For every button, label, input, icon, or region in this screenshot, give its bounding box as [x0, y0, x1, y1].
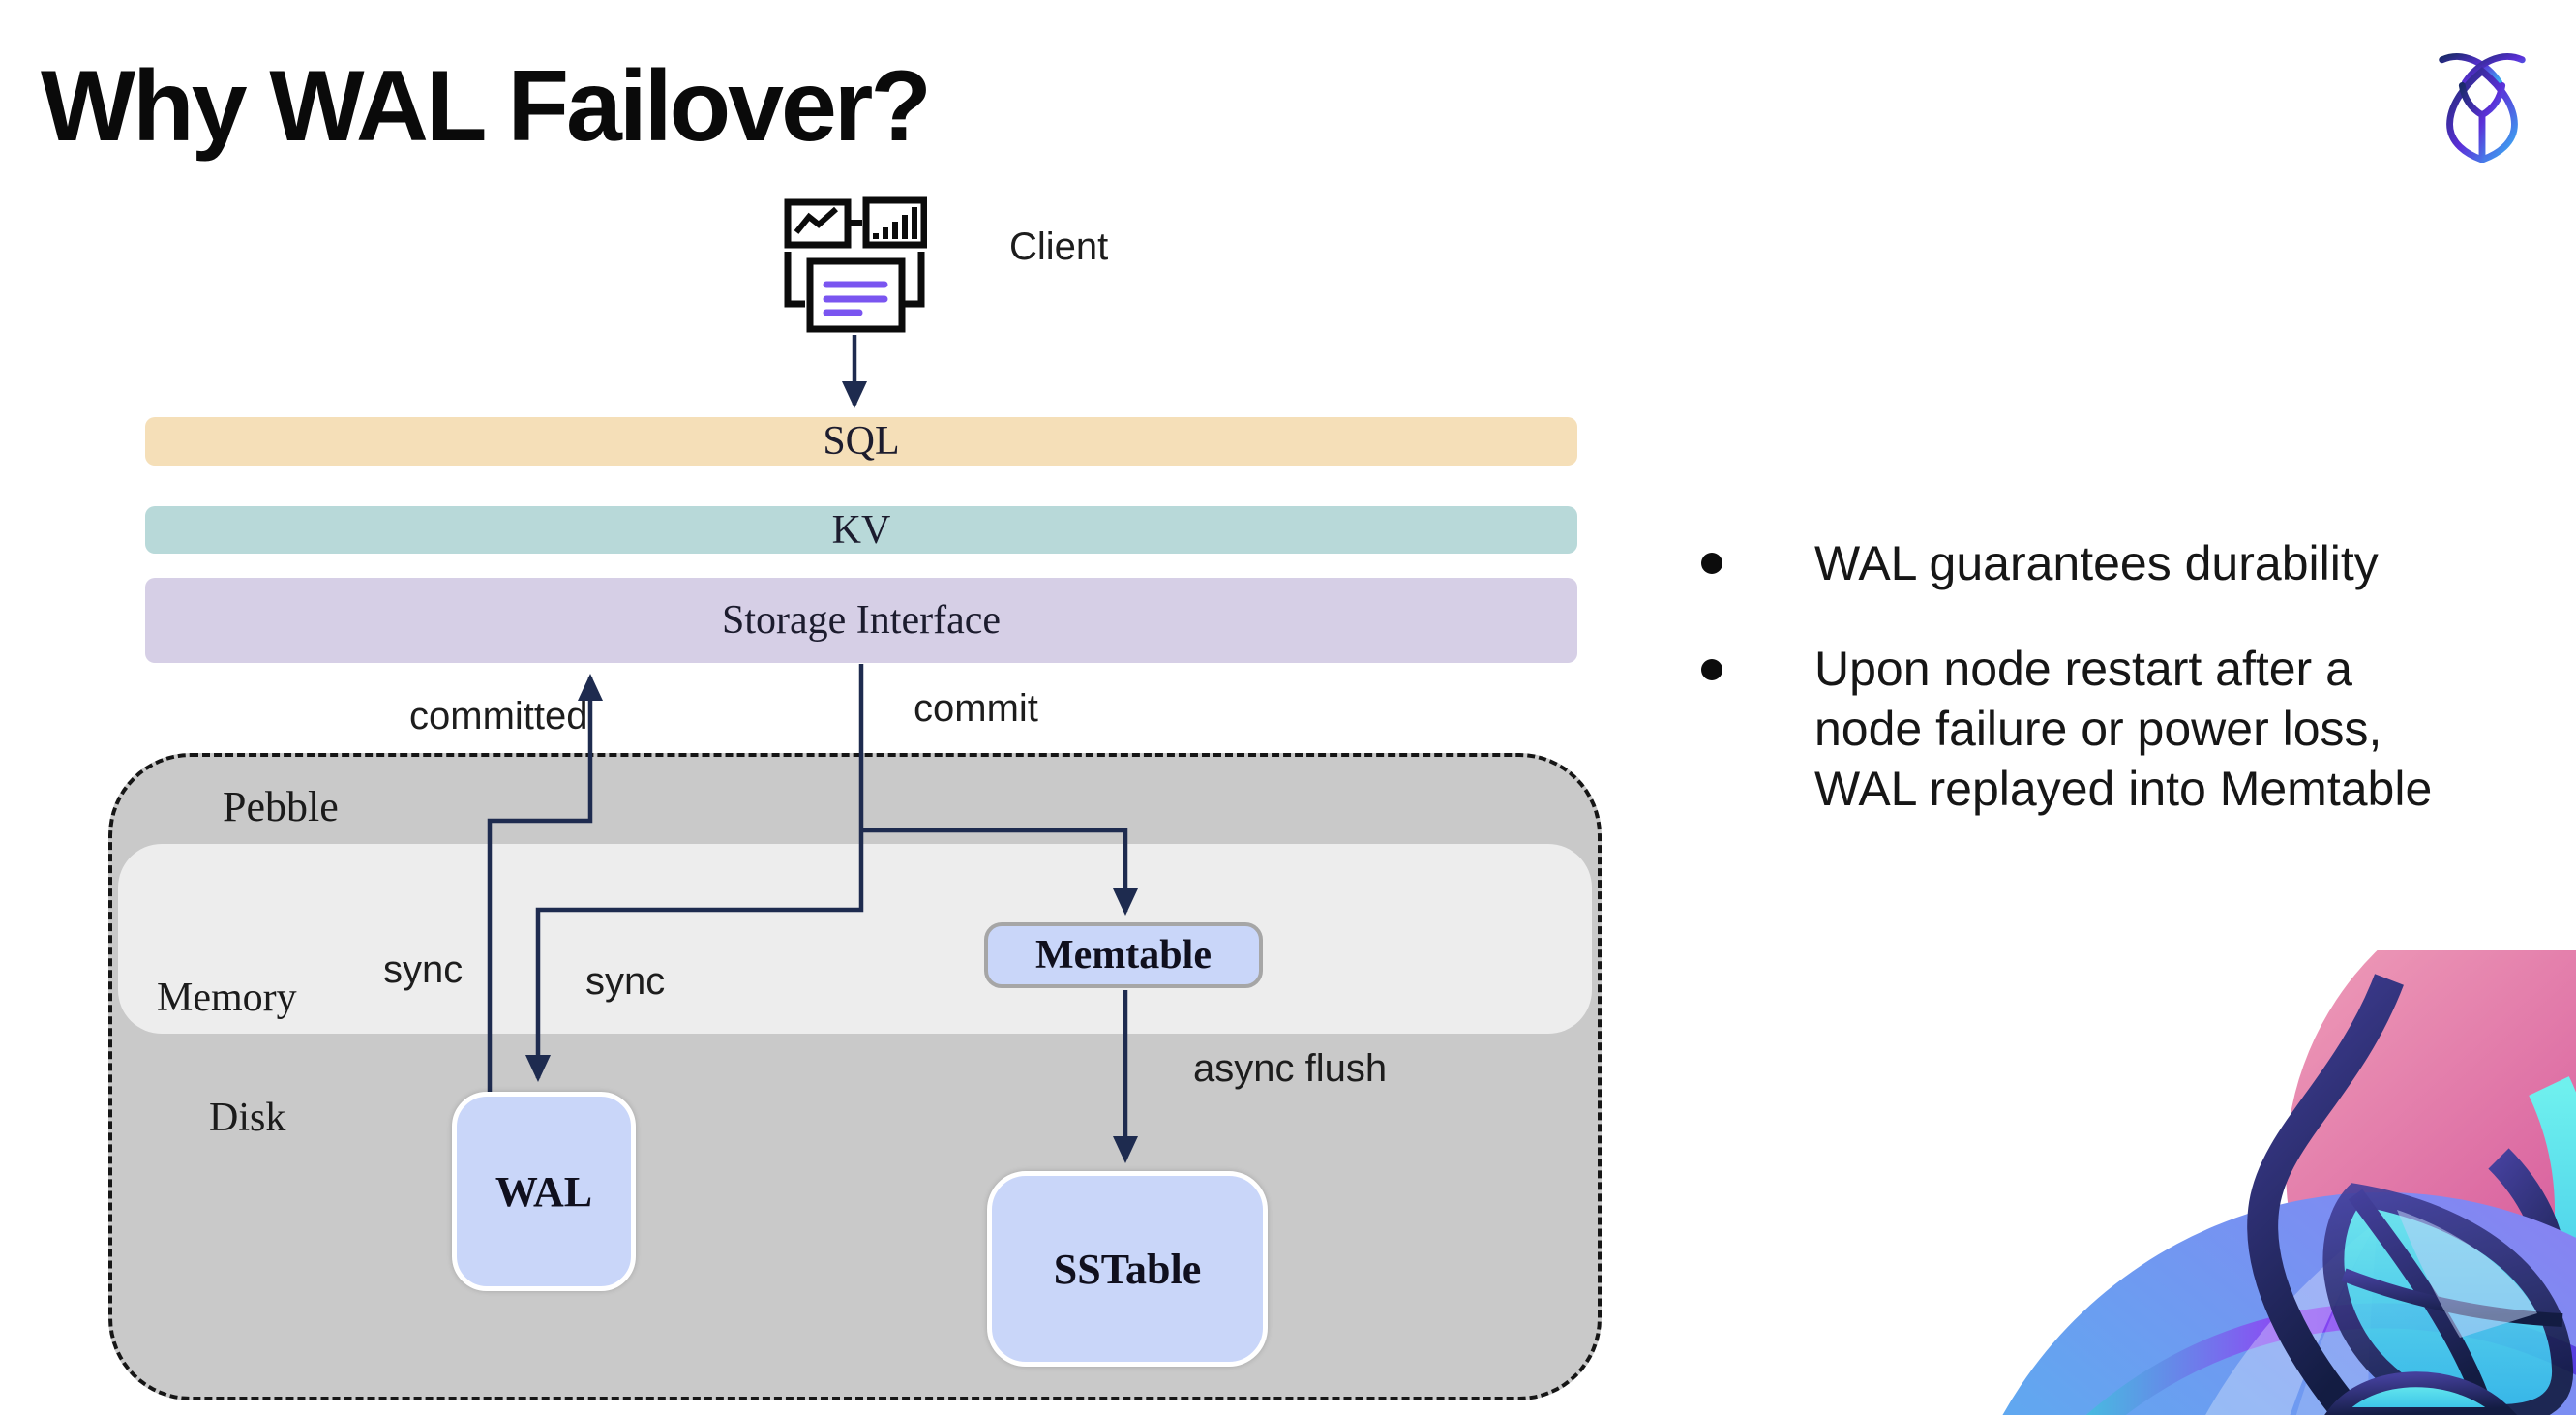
- line-chart-zigzag: [794, 206, 838, 234]
- wal-node: WAL: [452, 1092, 636, 1291]
- memory-zone: [118, 844, 1592, 1034]
- pebble-label: Pebble: [223, 783, 339, 830]
- page-title: Why WAL Failover?: [41, 50, 932, 163]
- flow-label-async-flush: async flush: [1193, 1047, 1388, 1090]
- leaf-highlight: [2397, 1210, 2537, 1338]
- layer-bar-storage-interface: Storage Interface: [145, 578, 1577, 663]
- bracket-left: [784, 252, 805, 308]
- bullet-line: WAL guarantees durability: [1814, 536, 2379, 590]
- bracket-right: [904, 252, 925, 308]
- antenna-right: [2461, 53, 2526, 86]
- flow-label-committed: committed: [409, 695, 588, 738]
- brand-sphere-art: [2002, 950, 2576, 1415]
- memory-label: Memory: [157, 976, 297, 1020]
- document-icon: [806, 257, 906, 333]
- layer-label-kv: KV: [831, 507, 891, 553]
- bar-chart-bars: [873, 207, 917, 239]
- layer-label-sql: SQL: [823, 419, 900, 464]
- flow-label-commit: commit: [914, 687, 1038, 730]
- bottom-petal: [2324, 1371, 2518, 1415]
- body-veins: [2458, 81, 2506, 163]
- client-label: Client: [1009, 226, 1109, 268]
- disk-label: Disk: [209, 1096, 286, 1140]
- cockroachdb-logo-icon: [2439, 53, 2526, 163]
- bullet-line: WAL replayed into Memtable: [1814, 762, 2433, 816]
- bullet-item: Upon node restart after a node failure o…: [1701, 639, 2432, 819]
- bullet-dot: [1701, 659, 1722, 680]
- navy-band-left: [2247, 974, 2404, 1415]
- memtable-label: Memtable: [1035, 933, 1212, 978]
- client-workload-icon: [784, 196, 927, 333]
- bullet-item: WAL guarantees durability: [1701, 533, 2379, 593]
- brand-sphere-shapes: [2002, 950, 2576, 1415]
- layer-label-storage-interface: Storage Interface: [722, 598, 1001, 643]
- bullet-dot: [1701, 553, 1722, 574]
- memtable-node: Memtable: [984, 922, 1263, 988]
- layer-bar-sql: SQL: [145, 417, 1577, 466]
- flow-label-sync-right: sync: [585, 960, 666, 1003]
- sstable-node: SSTable: [987, 1171, 1268, 1367]
- antenna-left: [2439, 53, 2503, 86]
- document-text-lines: [823, 281, 888, 316]
- wal-label: WAL: [494, 1167, 593, 1216]
- bullet-line: node failure or power loss,: [1814, 702, 2382, 756]
- sstable-label: SSTable: [1053, 1245, 1202, 1293]
- layer-bar-kv: KV: [145, 506, 1577, 554]
- flow-label-sync-left: sync: [383, 948, 464, 991]
- bullet-line: Upon node restart after a: [1814, 642, 2352, 696]
